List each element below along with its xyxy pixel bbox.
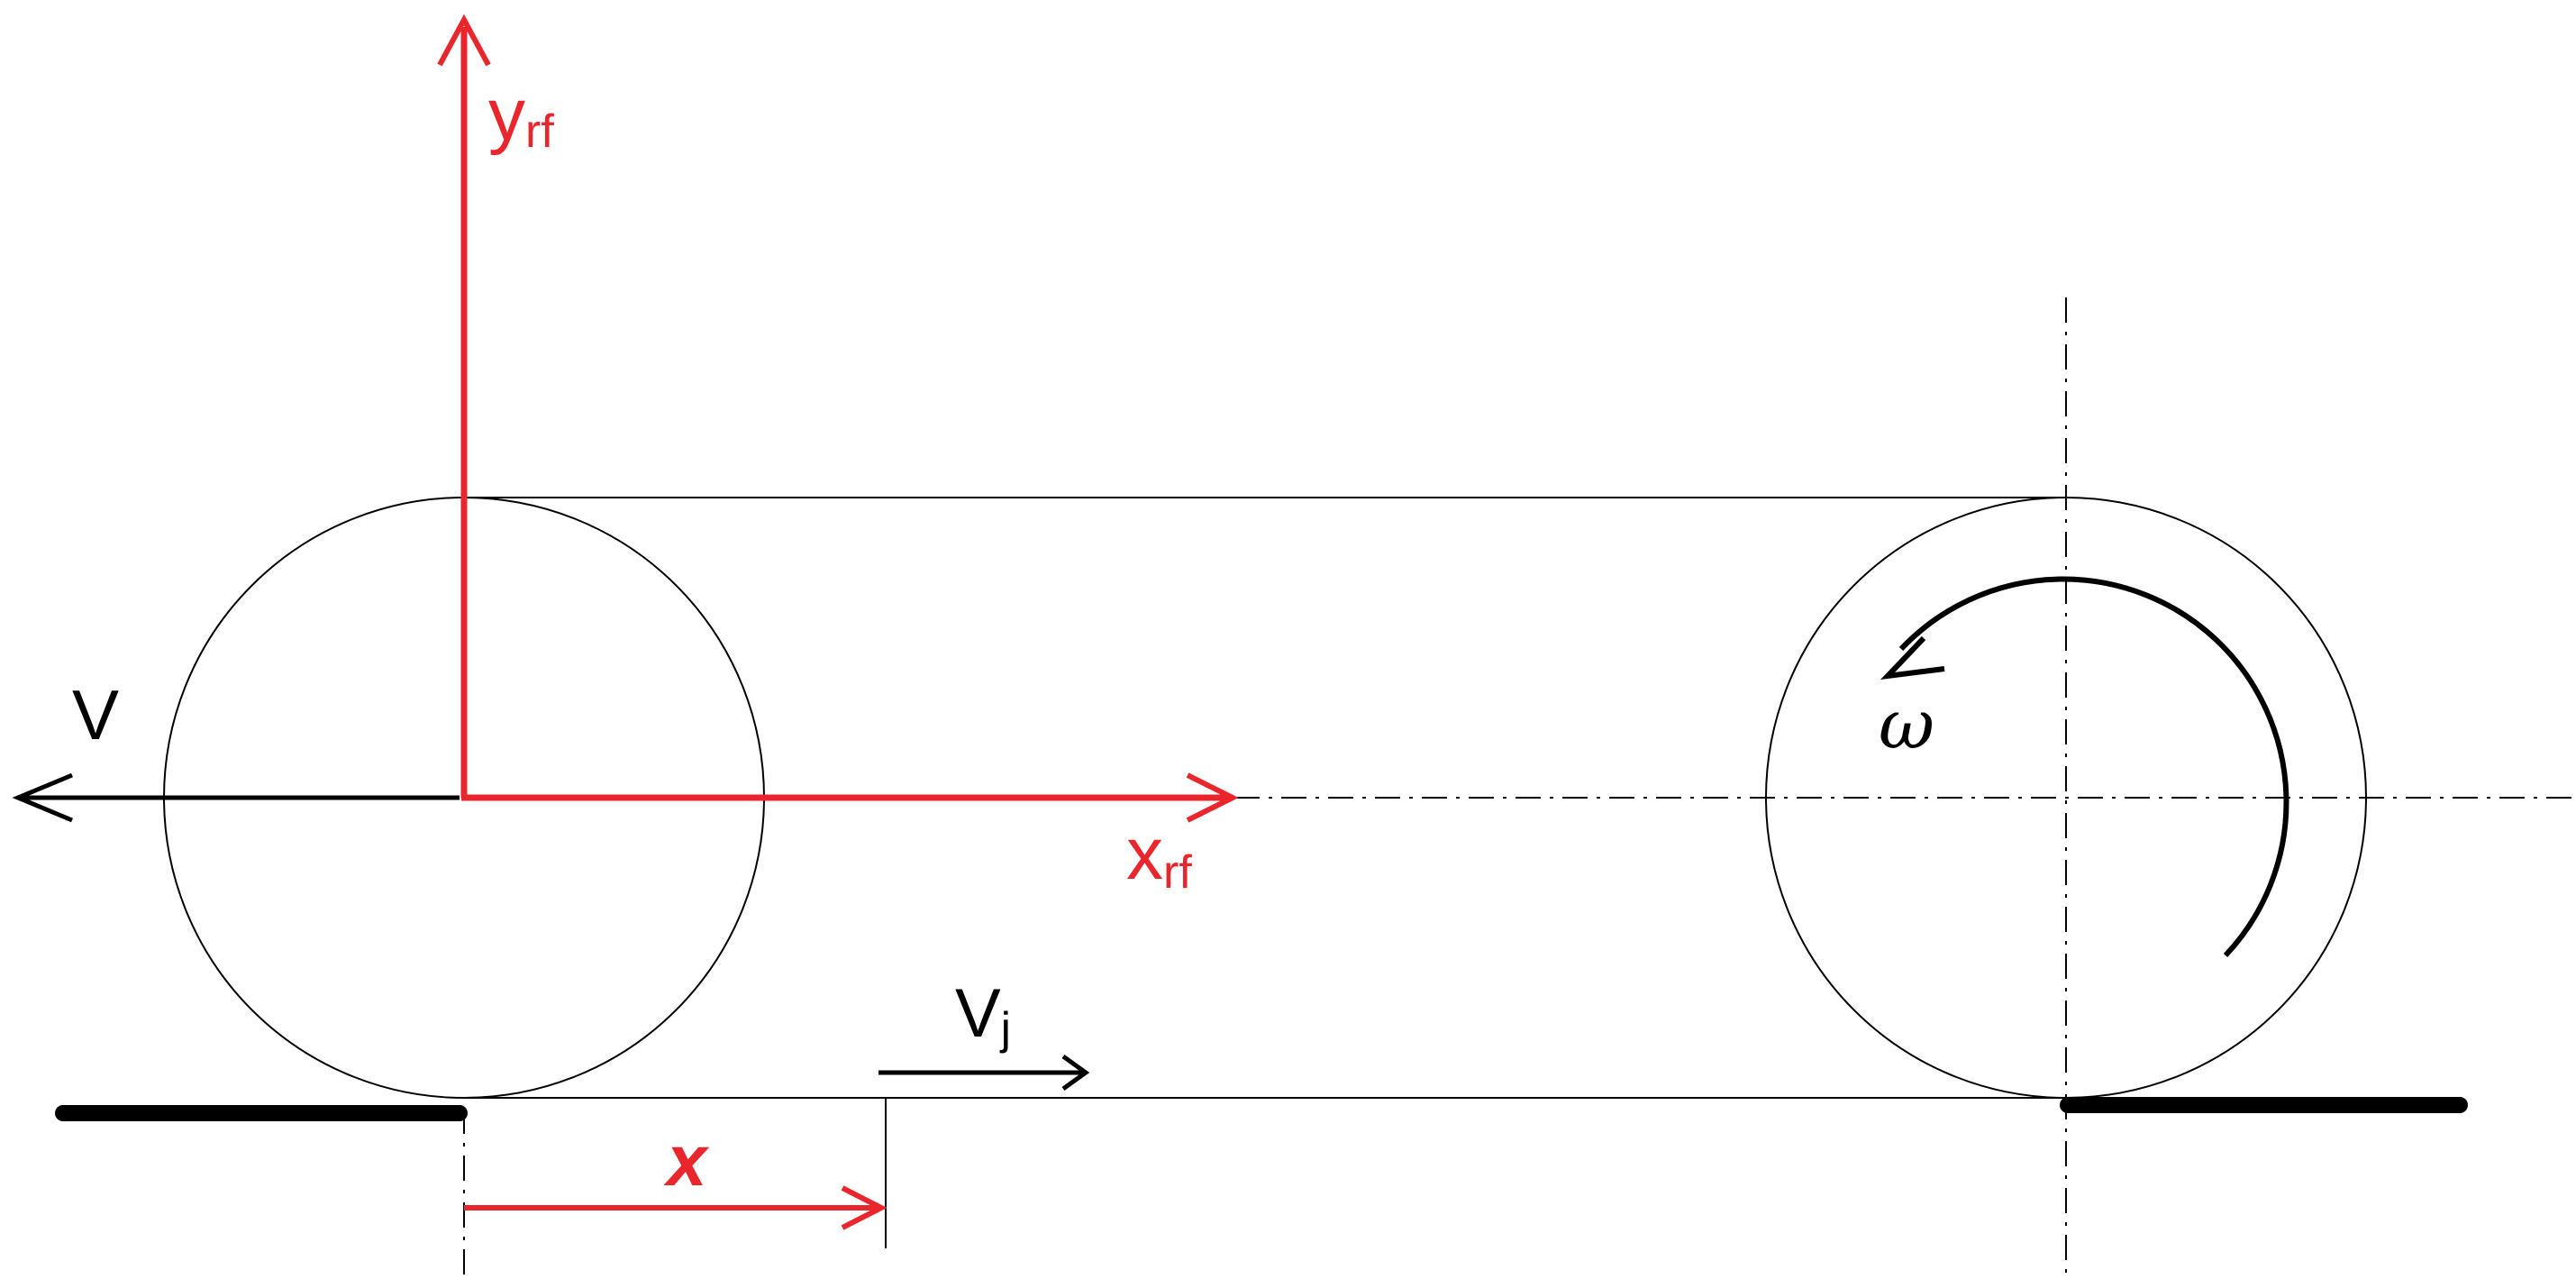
belt-velocity-label: Vj [955, 975, 1011, 1054]
velocity-label: V [72, 675, 119, 754]
x-rf-label: xrf [1126, 813, 1192, 899]
angular-velocity-label: ω [1879, 684, 1934, 764]
velocity-arrow [12, 772, 460, 823]
y-rf-label: yrf [488, 74, 554, 158]
belt-velocity-arrow [878, 1054, 1090, 1092]
x-rf-axis-arrow [461, 772, 1239, 823]
displacement-arrow [464, 1185, 887, 1230]
displacement-label: x [663, 1120, 710, 1201]
y-rf-axis-arrow [437, 14, 491, 798]
angular-velocity-arrow [1880, 576, 2289, 958]
